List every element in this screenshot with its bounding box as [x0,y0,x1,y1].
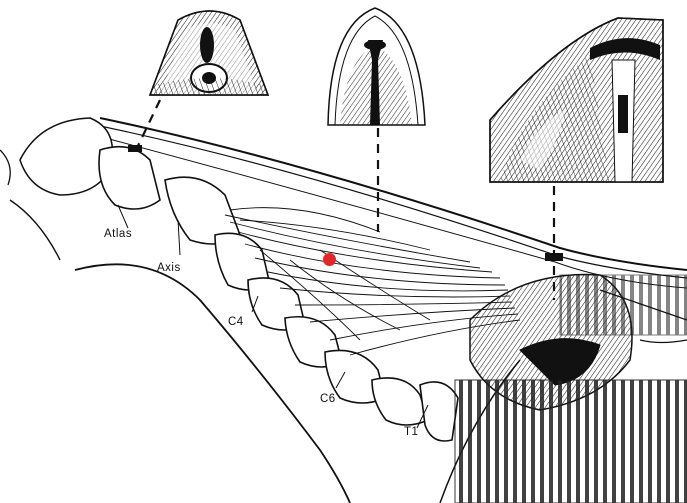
leader-line-atlas [136,100,160,150]
label-axis: Axis [157,262,181,274]
label-c6: C6 [320,393,336,405]
inset-cross-section-atlas [150,11,268,95]
shoulder-and-ribs [440,275,687,503]
label-t1: T1 [404,426,418,438]
label-c4: C4 [228,316,244,328]
vertebra-t1 [420,382,458,441]
label-atlas: Atlas [104,228,132,240]
vertebra-atlas [99,147,160,209]
red-marker-dot [323,253,336,266]
inset-cross-section-withers [490,18,663,182]
inset-cross-section-mid-neck [328,8,425,125]
